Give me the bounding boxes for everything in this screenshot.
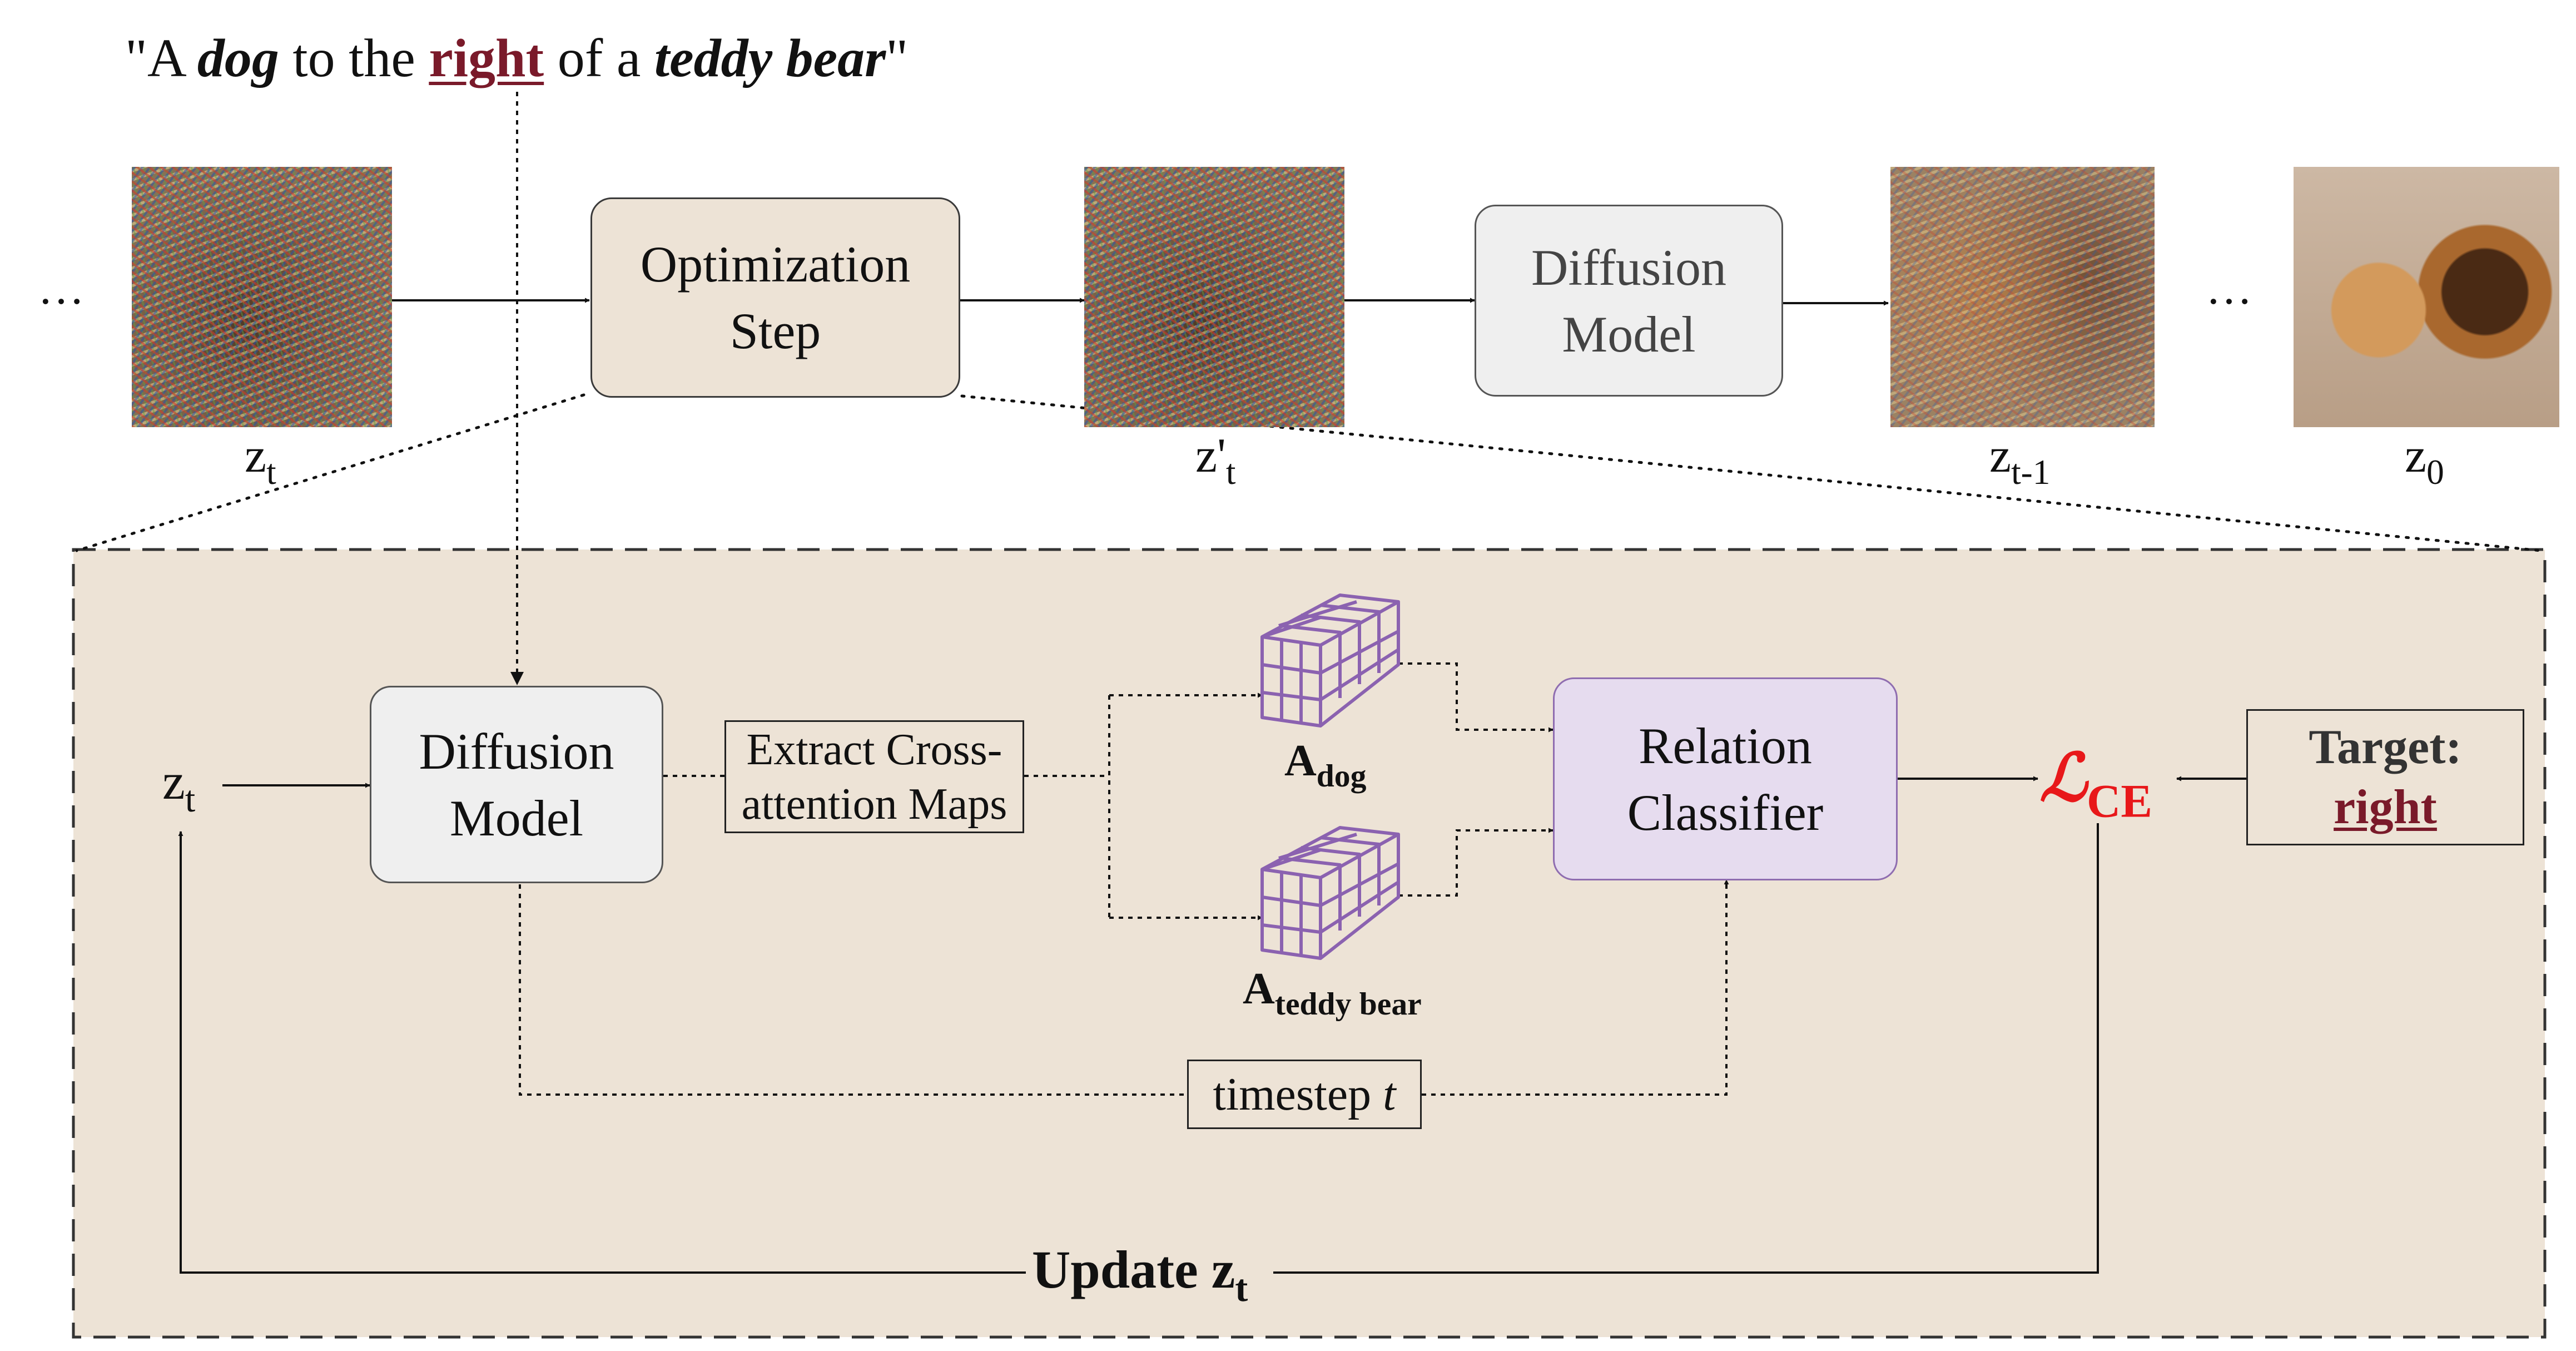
prompt-word-teddy: teddy bear <box>654 28 886 88</box>
target-value: right <box>2334 780 2437 834</box>
ellipsis-left: … <box>38 263 88 314</box>
opt-step-line1: Optimization <box>640 236 911 293</box>
attention-map-teddy-label: Ateddy bear <box>1243 964 1422 1022</box>
diffusion-panel-line1: Diffusion <box>419 722 614 780</box>
prompt-quote-close: " <box>886 28 909 88</box>
prompt-caption: "A dog to the right of a teddy bear" <box>125 22 908 95</box>
optimization-detail-panel <box>73 550 2545 1337</box>
cube-grid-icon <box>1260 826 1400 960</box>
latent-zt-image <box>132 167 392 427</box>
attention-map-dog-label: Adog <box>1284 736 1367 794</box>
diffusion-model-box-top: Diffusion Model <box>1475 205 1783 397</box>
opt-step-line2: Step <box>729 303 821 359</box>
z0-label: z0 <box>2405 429 2444 492</box>
cube-grid-icon <box>1260 593 1400 728</box>
latent-zprime-image <box>1084 167 1344 427</box>
relation-classifier-box: Relation Classifier <box>1553 677 1898 880</box>
diffusion-model-box-panel: Diffusion Model <box>370 686 663 883</box>
optimization-step-box: Optimization Step <box>590 197 960 398</box>
latent-ztm1-image <box>1890 167 2155 427</box>
diffusion-panel-line2: Model <box>449 789 584 847</box>
extract-line2: attention Maps <box>741 779 1007 829</box>
zt-label: zt <box>245 429 276 492</box>
target-box: Target: right <box>2246 709 2524 845</box>
ellipsis-right: … <box>2206 263 2256 314</box>
update-zt-label: Update zt <box>1029 1236 1252 1322</box>
ztm1-label: zt-1 <box>1989 429 2051 492</box>
panel-zt-label: zt <box>162 753 196 820</box>
prompt-mid1: to the <box>279 28 429 88</box>
zoom-line-left <box>75 393 585 552</box>
target-label: Target: <box>2309 720 2462 774</box>
prompt-relation-word: right <box>429 28 544 88</box>
panel-dashed-border <box>72 548 2547 1339</box>
relation-line2: Classifier <box>1627 784 1824 841</box>
diffusion-top-line2: Model <box>1562 305 1696 363</box>
extract-line1: Extract Cross- <box>746 725 1002 774</box>
zoom-line-right <box>960 394 2543 552</box>
prompt-quote-open: "A <box>125 28 197 88</box>
final-image-z0 <box>2294 167 2559 427</box>
zprime-label: z't <box>1195 429 1236 492</box>
relation-line1: Relation <box>1639 717 1812 774</box>
timestep-var: t <box>1383 1068 1396 1120</box>
timestep-box: timestep t <box>1187 1060 1422 1129</box>
prompt-mid2: of a <box>544 28 654 88</box>
diffusion-top-line1: Diffusion <box>1531 239 1726 296</box>
extract-cross-attention-box: Extract Cross- attention Maps <box>724 720 1024 833</box>
prompt-word-dog: dog <box>197 28 279 88</box>
cross-entropy-loss: ℒCE <box>2039 742 2153 828</box>
timestep-text: timestep <box>1213 1068 1383 1120</box>
